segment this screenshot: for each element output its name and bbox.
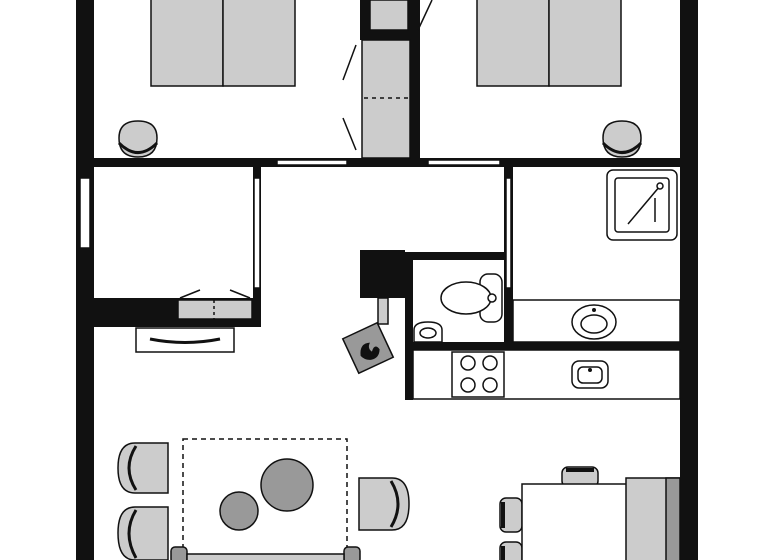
outer-wall-left (76, 0, 94, 560)
armchair-left-top-back (127, 445, 138, 491)
armchair-left-top (117, 442, 169, 494)
table-icon (499, 466, 681, 560)
wardrobe-swing-a (179, 289, 201, 299)
bed-right (476, 0, 622, 87)
window-wardrobe (253, 177, 261, 289)
door-swing-3 (417, 0, 433, 31)
chimney-block (360, 250, 405, 298)
chair-left-seat (118, 120, 158, 158)
bed-left-mattress-b (222, 0, 296, 87)
wardrobe-swing-b (229, 289, 251, 299)
toilet-sink-bowl (419, 327, 437, 339)
sofa-seat (186, 553, 345, 560)
sideboard-edge (665, 477, 681, 560)
bed-right-mattress-a (476, 0, 550, 87)
door-swing-2 (342, 117, 357, 151)
shaft-lower (361, 39, 411, 159)
chair-right-back (601, 141, 643, 154)
wardrobe-door (177, 289, 253, 320)
sofa-arm-right (343, 546, 361, 560)
window-left (79, 177, 91, 249)
bathroom-sink (512, 299, 681, 343)
bath-sink-bowl (580, 314, 608, 334)
armchair-left-bottom-back (127, 509, 138, 559)
sofa-arm-left (170, 546, 188, 560)
table-icon (182, 438, 348, 560)
chair-left-back (117, 141, 159, 154)
flue (377, 297, 389, 325)
bed-left (150, 0, 296, 87)
shaft-upper (369, 0, 409, 31)
armchair-right (358, 477, 410, 531)
armchair-right-back (389, 480, 400, 528)
armchair-left-bottom (117, 506, 169, 560)
armchair-icon (117, 442, 410, 560)
shower-icon (606, 169, 678, 241)
windows (79, 159, 512, 289)
sink-icon (413, 321, 443, 343)
wardrobe-unit (177, 299, 253, 320)
burner-1 (460, 355, 476, 371)
bath-sink-tap (592, 308, 596, 312)
toilet-wall-left (405, 252, 413, 400)
side-table-small (219, 491, 259, 531)
kitchen-wall-top (405, 342, 680, 350)
bedroom-wall (94, 158, 680, 167)
burner-3 (460, 377, 476, 393)
radiator-icon (135, 327, 235, 353)
radiator-grille (149, 337, 221, 344)
fireplace-icon (341, 297, 395, 375)
kitchen-counter (412, 349, 681, 400)
kitchen-sink-tap (588, 368, 592, 372)
service-shaft (342, 0, 433, 159)
rug-outline (182, 438, 348, 560)
chair-right-seat (602, 120, 642, 158)
chair-icon (117, 120, 159, 158)
toilet-bowl (440, 281, 492, 315)
window-hall-right (427, 159, 501, 166)
dining-table (521, 483, 635, 560)
toilet-icon (440, 273, 503, 323)
window-bath (505, 177, 512, 289)
bed-left-mattress-a (150, 0, 224, 87)
outer-wall-right (680, 0, 698, 560)
bed-right-mattress-b (548, 0, 622, 87)
shower-diagonal (627, 185, 661, 225)
fireplace-flame (360, 342, 380, 360)
kitchen-sink-bowl (577, 366, 603, 384)
side-table-large (260, 458, 314, 512)
shower-drain (656, 182, 664, 190)
chair-icon (601, 120, 643, 158)
burner-2 (482, 355, 498, 371)
burner-4 (482, 377, 498, 393)
window-hall-left (276, 159, 348, 166)
sofa-icon (170, 546, 361, 560)
toilet-flush (487, 293, 497, 303)
shaft-wall-right (410, 0, 420, 160)
door-swing-1 (342, 44, 357, 81)
toilet-wall-top (405, 252, 513, 260)
